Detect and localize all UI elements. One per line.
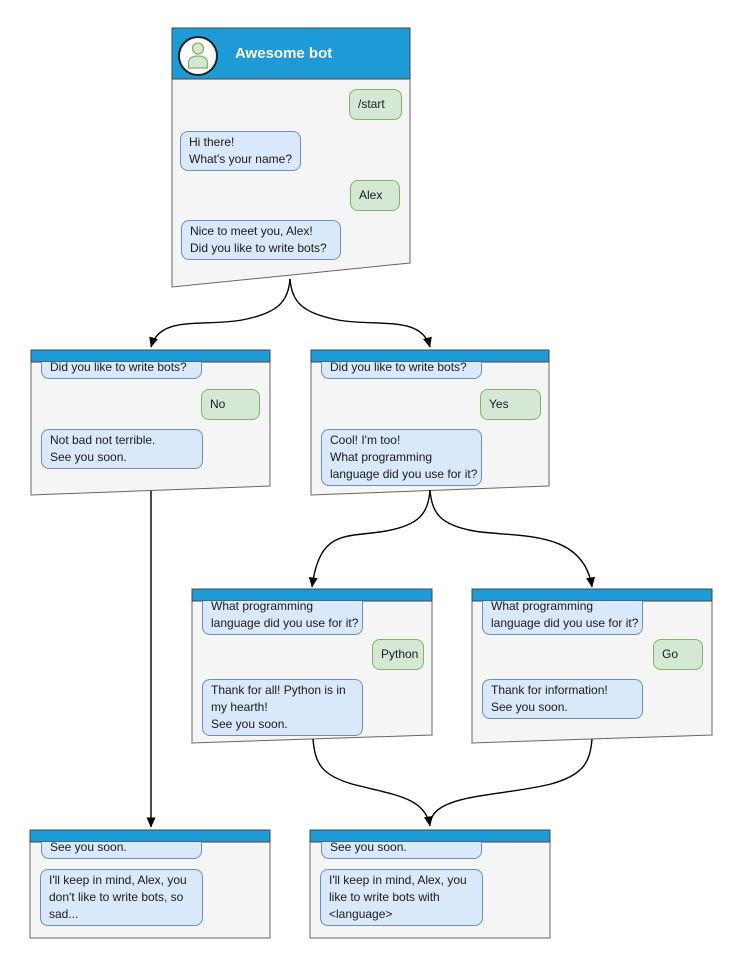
- bot-reply-python[interactable]: Thank for all! Python is in my hearth! S…: [202, 679, 363, 736]
- bot-message-greeting[interactable]: Hi there! What's your name?: [180, 131, 301, 171]
- bot-reply-cool[interactable]: Cool! I'm too! What programming language…: [321, 429, 482, 486]
- user-reply-python[interactable]: Python: [372, 639, 424, 670]
- quoted-question[interactable]: Did you like to write bots?: [41, 362, 202, 379]
- user-message-name[interactable]: Alex: [350, 180, 400, 211]
- branch-no-titlebar: [30, 349, 271, 363]
- user-reply-no[interactable]: No: [201, 389, 260, 420]
- arrow-yes-to-go[interactable]: [429, 489, 596, 588]
- user-reply-go[interactable]: Go: [653, 639, 703, 670]
- arrow-go-to-end[interactable]: [430, 738, 593, 821]
- user-reply-yes[interactable]: Yes: [480, 389, 541, 420]
- person-icon: [187, 42, 209, 69]
- bot-final-language[interactable]: I'll keep in mind, Alex, you like to wri…: [320, 869, 483, 926]
- quoted-see-you-soon[interactable]: See you soon.: [41, 842, 202, 859]
- quoted-question[interactable]: What programming language did you use fo…: [482, 601, 643, 635]
- branch-python-titlebar: [191, 588, 433, 602]
- arrow-main-to-yes[interactable]: [289, 278, 432, 348]
- end-no-titlebar: [29, 829, 271, 843]
- connectors[interactable]: [146, 278, 596, 828]
- bot-final-sad[interactable]: I'll keep in mind, Alex, you don't like …: [40, 869, 203, 926]
- bot-title: Awesome bot: [235, 45, 333, 62]
- arrow-main-to-no[interactable]: [149, 278, 291, 348]
- bot-reply-go[interactable]: Thank for information! See you soon.: [482, 679, 643, 719]
- bot-message-nice-to-meet[interactable]: Nice to meet you, Alex! Did you like to …: [181, 220, 341, 260]
- bot-avatar: [178, 36, 218, 76]
- branch-yes-titlebar: [310, 349, 550, 363]
- arrow-yes-to-python[interactable]: [308, 489, 431, 588]
- bot-reply-not-bad[interactable]: Not bad not terrible. See you soon.: [41, 429, 203, 469]
- user-message-start[interactable]: /start: [349, 89, 402, 120]
- end-yes-titlebar: [309, 829, 551, 843]
- arrow-python-to-end[interactable]: [312, 738, 433, 827]
- quoted-see-you-soon[interactable]: See you soon.: [321, 842, 482, 859]
- branch-go-titlebar: [471, 588, 713, 602]
- quoted-question[interactable]: Did you like to write bots?: [321, 362, 482, 379]
- quoted-question[interactable]: What programming language did you use fo…: [202, 601, 363, 635]
